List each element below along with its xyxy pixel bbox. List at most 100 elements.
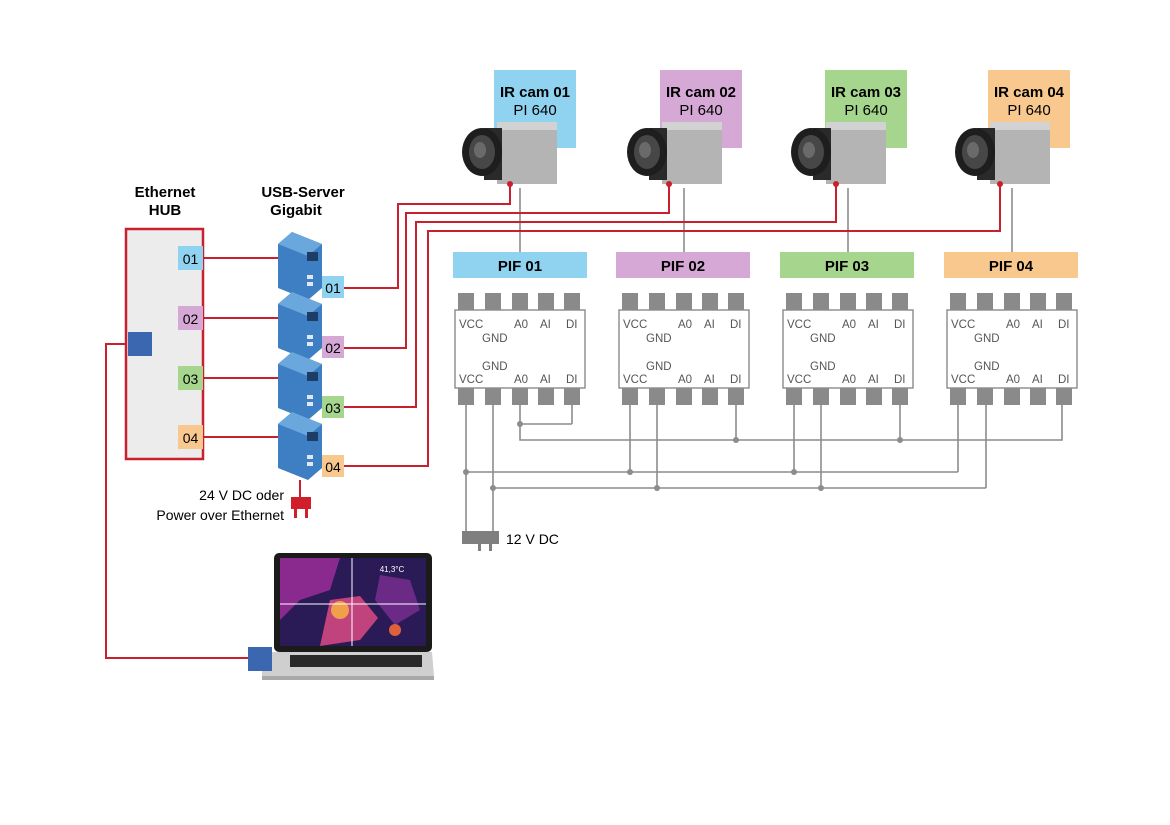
pif-03-pin-di: DI [894,319,906,331]
usb-server-device-03 [278,352,322,420]
pif-01-pin-vcc-2: VCC [459,374,483,386]
pif-module-04: PIF 04 VCC A0 AI DI GND GND VCC A0 AI DI [944,252,1078,405]
pif-01-pin-ai-2: AI [540,374,551,386]
hub-port-03 [178,366,203,390]
ir-camera-04: IR cam 04 PI 640 [955,70,1070,187]
pif-04-pin-vcc: VCC [951,319,975,331]
laptop-keyboard [290,655,422,667]
laptop: 41,3°C [248,553,434,680]
pif-03-top-pins [786,293,908,310]
hub-title-line2: HUB [149,202,182,219]
pif-01-pin-a0: A0 [514,319,528,331]
pif-02-pin-gnd-2: GND [646,361,672,373]
usb-server-device-01 [278,232,322,300]
pif-03-pin-a0: A0 [842,319,856,331]
pif-01-pin-gnd: GND [482,333,508,345]
pif-04-bottom-pins [950,388,1072,405]
pif-03-pin-di-2: DI [894,374,906,386]
pif-01-pin-ai: AI [540,319,551,331]
hub-port-04 [178,425,203,449]
usb-server-device-04 [278,412,322,480]
pif-02-pin-gnd: GND [646,333,672,345]
pif-02-name: PIF 02 [661,258,705,275]
pif-02-pin-ai-2: AI [704,374,715,386]
pif-03-pin-a0-2: A0 [842,374,856,386]
thermal-camera-icon [462,122,557,187]
pif-04-pin-di: DI [1058,319,1070,331]
pif-01-top-pins [458,293,580,310]
pif-01-pin-vcc: VCC [459,319,483,331]
camera-02-name: IR cam 02 [666,84,736,101]
pif-02-body [618,309,750,389]
hub-port-01 [178,246,203,270]
pif-02-header [616,252,750,278]
pif-04-pin-gnd: GND [974,333,1000,345]
usb-port-03 [322,396,344,418]
usb-server-title-line1: USB-Server [261,184,345,201]
usb-server-title-line2: Gigabit [270,202,322,219]
usb-port-04-label: 04 [325,459,341,475]
usb-port-02 [322,336,344,358]
power-label-line1: 24 V DC oder [199,487,284,503]
camera-04-name: IR cam 04 [994,84,1065,101]
pif-04-name: PIF 04 [989,258,1034,275]
pif-03-pin-vcc-2: VCC [787,374,811,386]
pif-02-pin-a0: A0 [678,319,692,331]
dc-connector-icon [462,531,499,544]
pif-02-top-pins [622,293,744,310]
usb-server-device-02 [278,292,322,360]
pif-03-pin-gnd: GND [810,333,836,345]
pif-02-pin-di: DI [730,319,742,331]
ir-camera-02: IR cam 02 PI 640 [627,70,742,187]
pif-04-pin-vcc-2: VCC [951,374,975,386]
pif-module-03: PIF 03 VCC A0 AI DI GND GND VCC A0 AI DI [780,252,914,405]
pif-01-pin-a0-2: A0 [514,374,528,386]
usb-port-02-label: 02 [325,340,341,356]
camera-03-model: PI 640 [844,102,887,119]
pif-module-01: PIF 01 VCC A0 AI DI GND GND VCC A0 AI DI [453,252,587,405]
laptop-temp-readout: 41,3°C [380,565,405,574]
pif-01-header [453,252,587,278]
pif-03-name: PIF 03 [825,258,869,275]
camera-03-name: IR cam 03 [831,84,901,101]
pif-01-pin-di-2: DI [566,374,578,386]
dc-power-supply: 12 V DC [462,531,559,551]
camera-02-model: PI 640 [679,102,722,119]
usb-server-group: USB-Server Gigabit 01 02 [156,184,344,523]
usb-port-04 [322,455,344,477]
hub-port-01-label: 01 [183,251,199,267]
pif-04-header [944,252,1078,278]
usb-port-01 [322,276,344,298]
pif-02-pin-vcc-2: VCC [623,374,647,386]
pif-03-bottom-pins [786,388,908,405]
usb-port-03-label: 03 [325,400,341,416]
hub-port-02-label: 02 [183,311,199,327]
pif-module-02: PIF 02 VCC A0 AI DI GND GND VCC A0 AI DI [616,252,750,405]
hub-title-line1: Ethernet [135,184,196,201]
pif-02-bottom-pins [622,388,744,405]
pif-01-name: PIF 01 [498,258,542,275]
pif-04-pin-a0: A0 [1006,319,1020,331]
usb-port-01-label: 01 [325,280,341,296]
camera-01-model: PI 640 [513,102,556,119]
ir-camera-01: IR cam 01 PI 640 [462,70,576,187]
camera-01-name: IR cam 01 [500,84,570,101]
hub-port-04-label: 04 [183,430,199,446]
ethernet-hub: Ethernet HUB 01 02 03 04 [124,184,205,461]
thermal-camera-icon [955,122,1050,187]
pif-02-pin-vcc: VCC [623,319,647,331]
hub-port-02 [178,306,203,330]
red-cable-wiring [105,184,1001,659]
pif-03-body [782,309,914,389]
pif-03-pin-gnd-2: GND [810,361,836,373]
thermal-image-screen: 41,3°C [280,558,426,646]
bus-junctions [463,421,903,491]
dc-supply-label: 12 V DC [506,531,559,547]
hub-port-03-label: 03 [183,371,199,387]
thermal-camera-icon [627,122,722,187]
laptop-network-port [248,647,272,671]
ir-camera-03: IR cam 03 PI 640 [791,70,907,187]
power-label-line2: Power over Ethernet [156,507,284,523]
